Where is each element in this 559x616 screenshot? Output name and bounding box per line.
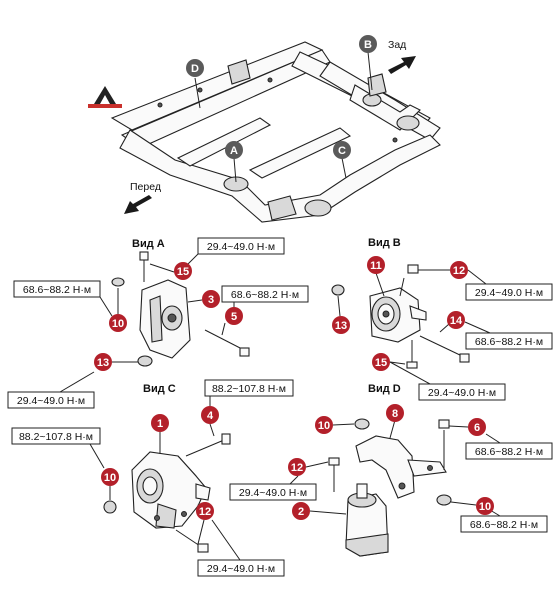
callout-10-d-right: 10 bbox=[450, 497, 494, 515]
callout-8-d: 8 bbox=[386, 404, 404, 439]
svg-text:12: 12 bbox=[453, 265, 465, 277]
point-marker-d: D bbox=[186, 59, 204, 109]
subframe-drawing bbox=[110, 41, 441, 223]
svg-text:B: B bbox=[364, 39, 372, 51]
svg-text:3: 3 bbox=[208, 294, 214, 306]
callout-10-d-top: 10 bbox=[315, 416, 355, 434]
view-b-title: Вид B bbox=[368, 237, 401, 249]
svg-text:12: 12 bbox=[291, 462, 303, 474]
direction-front-label: Перед bbox=[130, 181, 161, 193]
svg-text:D: D bbox=[191, 63, 199, 75]
svg-text:29.4~49.0 Н·м: 29.4~49.0 Н·м bbox=[17, 395, 85, 407]
callout-4-c: 4 bbox=[201, 406, 219, 437]
svg-text:88.2~107.8 Н·м: 88.2~107.8 Н·м bbox=[19, 431, 93, 443]
svg-text:4: 4 bbox=[207, 410, 214, 422]
callout-12-b: 12 bbox=[418, 261, 468, 279]
callout-14-b: 14 bbox=[439, 311, 465, 333]
svg-text:29.4~49.0 Н·м: 29.4~49.0 Н·м bbox=[239, 487, 307, 499]
svg-text:12: 12 bbox=[199, 506, 211, 518]
svg-text:88.2~107.8 Н·м: 88.2~107.8 Н·м bbox=[212, 383, 286, 395]
svg-text:10: 10 bbox=[104, 472, 116, 484]
point-marker-b: B bbox=[359, 35, 377, 91]
svg-text:29.4~49.0 Н·м: 29.4~49.0 Н·м bbox=[207, 241, 275, 253]
view-c-torque-10: 88.2~107.8 Н·м bbox=[11, 427, 105, 469]
svg-text:68.6~88.2 Н·м: 68.6~88.2 Н·м bbox=[475, 336, 543, 348]
view-a-torque-13: 29.4~49.0 Н·м bbox=[7, 371, 95, 409]
callout-13-a: 13 bbox=[94, 353, 138, 371]
direction-arrow-icon bbox=[124, 195, 152, 214]
view-d-torque-10: 68.6~88.2 Н·м bbox=[460, 509, 548, 533]
view-c-torque-4: 88.2~107.8 Н·м bbox=[204, 379, 294, 406]
svg-text:6: 6 bbox=[474, 422, 480, 434]
callout-3-a: 3 bbox=[187, 290, 220, 308]
view-d-torque-12: 29.4~49.0 Н·м bbox=[229, 475, 317, 501]
svg-text:68.6~88.2 Н·м: 68.6~88.2 Н·м bbox=[23, 284, 91, 296]
view-d-title: Вид D bbox=[368, 383, 401, 395]
view-b-drawing bbox=[331, 264, 470, 369]
svg-text:13: 13 bbox=[335, 320, 347, 332]
callout-1-c: 1 bbox=[151, 414, 169, 454]
view-d-drawing bbox=[328, 418, 452, 557]
view-c-drawing bbox=[103, 433, 231, 553]
svg-text:15: 15 bbox=[375, 357, 387, 369]
view-a-torque-15: 29.4~49.0 Н·м bbox=[185, 237, 285, 267]
point-marker-c: C bbox=[333, 141, 351, 179]
svg-text:10: 10 bbox=[318, 420, 330, 432]
svg-text:11: 11 bbox=[370, 260, 382, 272]
svg-text:C: C bbox=[338, 145, 346, 157]
svg-text:10: 10 bbox=[479, 501, 491, 513]
direction-back-label: Зад bbox=[388, 39, 406, 51]
direction-front: Перед bbox=[124, 181, 161, 214]
view-a-torque-5: 68.6~88.2 Н·м bbox=[221, 285, 309, 308]
svg-text:8: 8 bbox=[392, 408, 398, 420]
svg-text:68.6~88.2 Н·м: 68.6~88.2 Н·м bbox=[470, 519, 538, 531]
callout-13-b: 13 bbox=[332, 295, 350, 334]
callout-10-a: 10 bbox=[109, 288, 127, 332]
callout-12-c: 12 bbox=[196, 502, 214, 545]
callout-5-a: 5 bbox=[221, 307, 243, 336]
svg-text:13: 13 bbox=[97, 357, 109, 369]
callout-11-b: 11 bbox=[367, 256, 385, 297]
view-d-torque-6: 68.6~88.2 Н·м bbox=[465, 433, 553, 460]
svg-text:2: 2 bbox=[298, 506, 304, 518]
view-b-torque-12: 29.4~49.0 Н·м bbox=[465, 269, 553, 301]
watermark-logo-icon bbox=[88, 86, 122, 108]
svg-text:68.6~88.2 Н·м: 68.6~88.2 Н·м bbox=[231, 289, 299, 301]
view-a-title: Вид A bbox=[132, 238, 165, 250]
callout-2-d: 2 bbox=[292, 502, 347, 520]
view-a-torque-10: 68.6~88.2 Н·м bbox=[13, 280, 113, 317]
view-c-title: Вид C bbox=[143, 383, 176, 395]
callout-15-a: 15 bbox=[149, 262, 192, 280]
svg-text:5: 5 bbox=[231, 311, 237, 323]
svg-text:10: 10 bbox=[112, 318, 124, 330]
svg-text:1: 1 bbox=[157, 418, 163, 430]
svg-text:29.4~49.0 Н·м: 29.4~49.0 Н·м bbox=[428, 387, 496, 399]
point-marker-a: A bbox=[225, 141, 243, 183]
svg-text:15: 15 bbox=[177, 266, 189, 278]
callout-15-b: 15 bbox=[372, 353, 406, 371]
callout-12-d: 12 bbox=[288, 458, 329, 476]
svg-text:29.4~49.0 Н·м: 29.4~49.0 Н·м bbox=[207, 563, 275, 575]
callout-6-d: 6 bbox=[448, 418, 486, 436]
svg-text:29.4~49.0 Н·м: 29.4~49.0 Н·м bbox=[475, 287, 543, 299]
callout-10-c: 10 bbox=[101, 468, 119, 500]
view-b-torque-14: 68.6~88.2 Н·м bbox=[464, 321, 553, 350]
view-b-torque-15: 29.4~49.0 Н·м bbox=[389, 361, 506, 401]
direction-arrow-icon bbox=[388, 56, 416, 74]
svg-text:68.6~88.2 Н·м: 68.6~88.2 Н·м bbox=[475, 446, 543, 458]
direction-back: Зад bbox=[388, 39, 416, 74]
view-a-drawing bbox=[111, 251, 250, 367]
view-c-torque-12: 29.4~49.0 Н·м bbox=[197, 519, 285, 577]
svg-text:A: A bbox=[230, 145, 238, 157]
svg-text:14: 14 bbox=[450, 315, 463, 327]
